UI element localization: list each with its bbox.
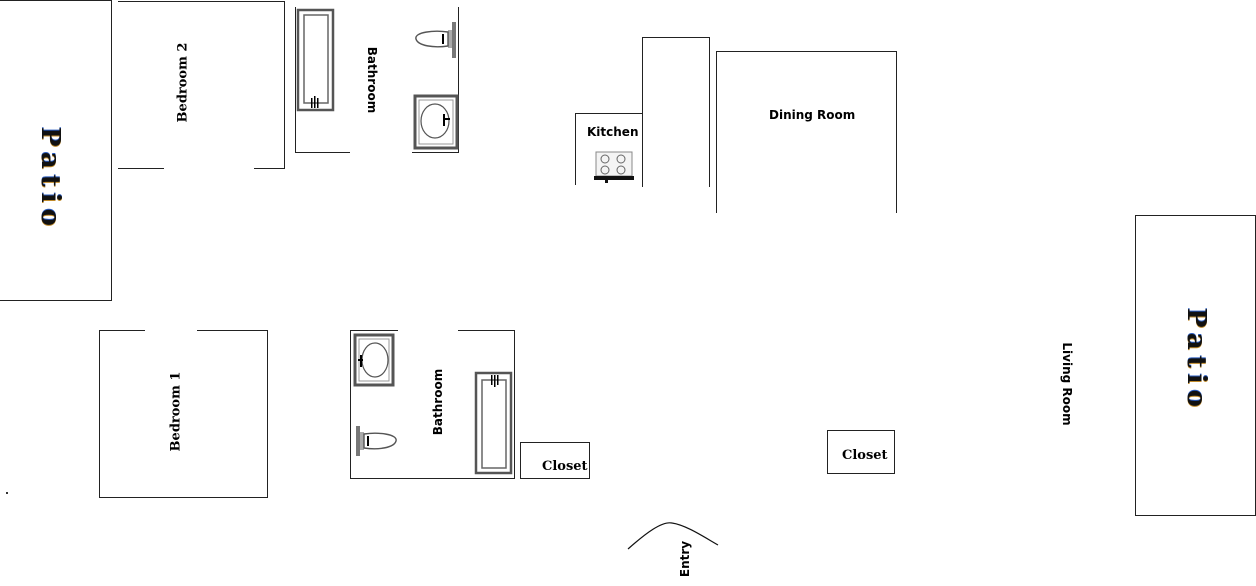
toilet-icon (354, 424, 398, 458)
bedroom-1-label: Bedroom 1 (168, 371, 184, 452)
entry-label: Entry (678, 540, 692, 578)
toilet-icon (414, 20, 458, 60)
dining-room-label: Dining Room (769, 108, 856, 122)
bathroom-bottom-label: Bathroom (431, 368, 445, 436)
patio-right-label: Patio (1181, 308, 1211, 413)
sink-icon (413, 94, 459, 150)
kitchen-label: Kitchen (587, 125, 639, 139)
door-arc-icon (626, 519, 720, 551)
bathtub-icon (474, 371, 514, 475)
bathtub-icon (296, 8, 336, 112)
dining-room (716, 51, 897, 213)
kitchen-wall (575, 113, 643, 185)
sink-icon (353, 333, 395, 387)
bathroom-top-label: Bathroom (365, 46, 379, 114)
bedroom-2-label: Bedroom 2 (175, 42, 191, 123)
closet-right (827, 430, 895, 474)
closet-right-label: Closet (842, 448, 888, 463)
patio-left-label: Patio (35, 127, 65, 232)
bedroom-2 (118, 1, 285, 169)
patio-left (0, 0, 112, 301)
stove-icon (593, 150, 635, 184)
living-room-label: Living Room (1060, 342, 1074, 426)
bedroom-1 (99, 330, 268, 498)
closet-left-label: Closet (542, 459, 588, 474)
closet-left (520, 442, 590, 479)
